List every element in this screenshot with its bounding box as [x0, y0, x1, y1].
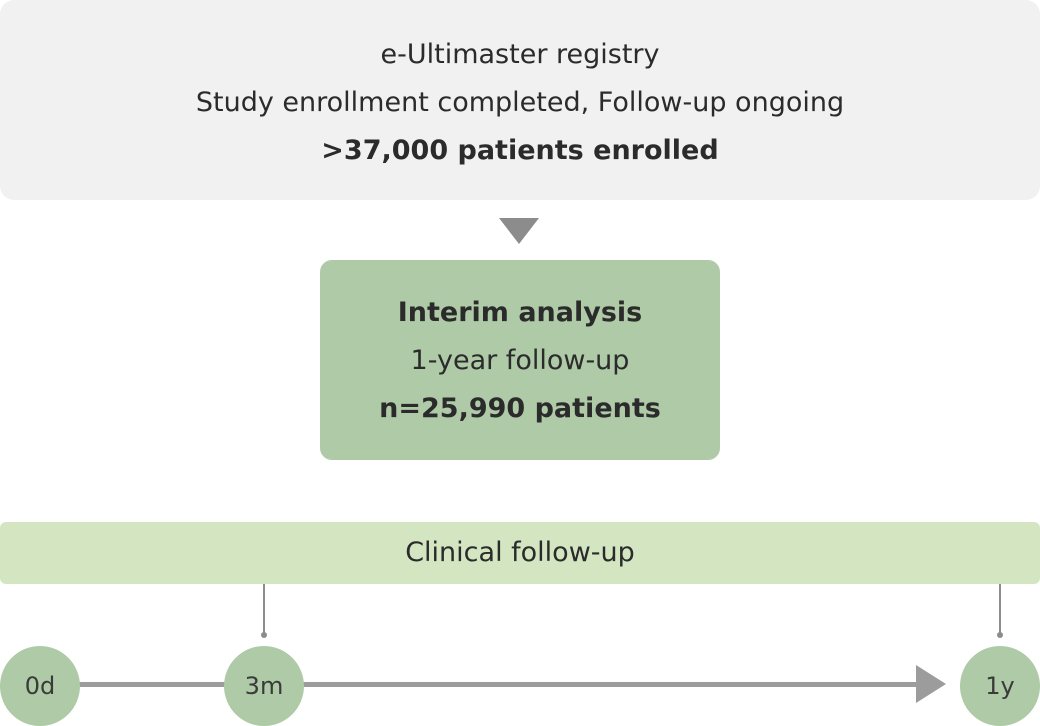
timeline-line: [40, 682, 920, 687]
tick-line-3m: [263, 584, 265, 634]
interim-duration: 1-year follow-up: [410, 345, 630, 376]
registry-box: [0, 0, 1040, 200]
tick-dot-3m: [261, 632, 267, 638]
registry-title: e-Ultimaster registry: [380, 39, 660, 70]
milestone-1y: 1y: [960, 646, 1040, 726]
interim-analysis-box: [320, 260, 720, 460]
timeline-arrow-icon: [916, 665, 946, 703]
milestone-0d: 0d: [0, 646, 80, 726]
registry-count: >37,000 patients enrolled: [321, 135, 719, 166]
tick-dot-1y: [997, 632, 1003, 638]
clinical-followup-bar: Clinical follow-up: [0, 522, 1040, 584]
down-arrow-icon: [499, 218, 539, 244]
milestone-3m: 3m: [224, 646, 304, 726]
interim-count: n=25,990 patients: [379, 393, 661, 424]
interim-title: Interim analysis: [397, 297, 643, 328]
registry-status: Study enrollment completed, Follow-up on…: [195, 87, 845, 118]
tick-line-1y: [999, 584, 1001, 634]
